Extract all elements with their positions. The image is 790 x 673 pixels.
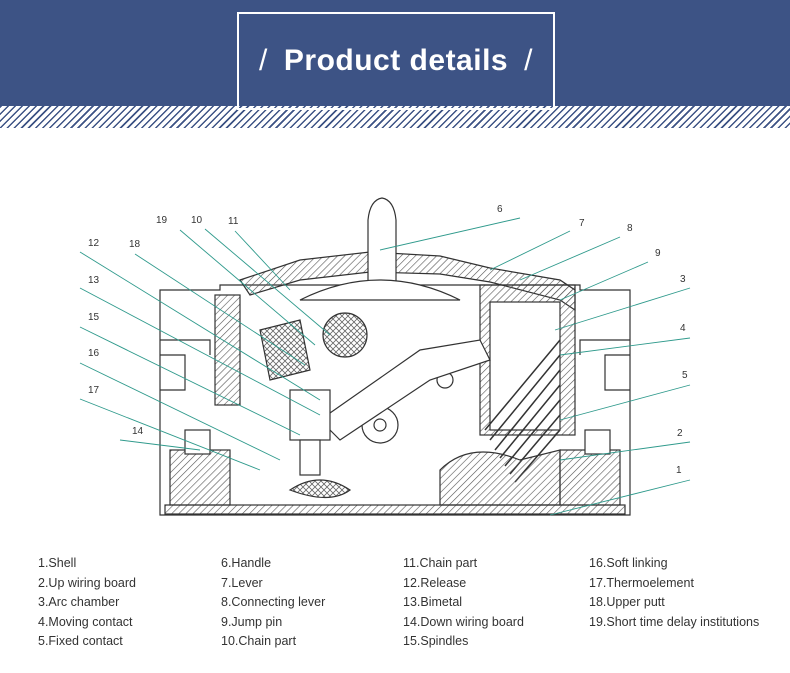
breaker-body — [159, 197, 631, 516]
header-stripes — [0, 106, 790, 128]
callout-4: 4 — [680, 323, 686, 334]
legend-item: 5.Fixed contact — [38, 634, 123, 649]
callout-8: 8 — [627, 223, 633, 234]
callout-17: 17 — [88, 385, 100, 396]
legend-item: 6.Handle — [221, 556, 272, 570]
legend-item: 17.Thermoelement — [589, 575, 694, 590]
title-slash-left: / — [259, 44, 268, 77]
callout-5: 5 — [682, 370, 688, 381]
legend-column-4: 16.Soft linking 17.Thermoelement 18.Uppe… — [589, 554, 759, 632]
legend-item: 12.Release — [403, 575, 467, 590]
callout-9: 9 — [655, 248, 661, 259]
callout-18: 18 — [129, 239, 141, 250]
callout-12: 12 — [88, 238, 100, 249]
leader-lines — [79, 217, 691, 516]
callout-6: 6 — [497, 204, 503, 215]
callout-16: 16 — [88, 348, 100, 359]
legend-item: 1.Shell — [38, 556, 77, 570]
legend-item: 8.Connecting lever — [221, 595, 326, 610]
title-frame: / Product details / — [237, 12, 555, 110]
callout-14: 14 — [132, 426, 144, 437]
title-slash-right: / — [524, 44, 533, 77]
callout-3: 3 — [680, 274, 686, 285]
parts-legend: 1.Shell 2.Up wiring board 3.Arc chamber … — [0, 554, 790, 664]
callout-15: 15 — [88, 312, 100, 323]
legend-item: 16.Soft linking — [589, 556, 668, 570]
legend-column-3: 11.Chain part 12.Release 13.Bimetal 14.D… — [403, 554, 524, 652]
callout-11: 11 — [228, 216, 239, 227]
page-title: Product details — [283, 44, 509, 77]
legend-item: 15.Spindles — [403, 634, 469, 649]
callout-10: 10 — [191, 215, 203, 226]
header-banner — [0, 0, 790, 106]
legend-item: 4.Moving contact — [38, 614, 133, 629]
callout-7: 7 — [579, 218, 585, 229]
legend-column-1: 1.Shell 2.Up wiring board 3.Arc chamber … — [38, 554, 136, 652]
callout-13: 13 — [88, 275, 100, 286]
callout-numbers: 1 2 3 4 5 6 7 8 9 10 11 12 13 14 15 16 1… — [88, 204, 688, 476]
breaker-diagram: 1 2 3 4 5 6 7 8 9 10 11 12 13 14 15 16 1… — [79, 197, 691, 516]
legend-item: 2.Up wiring board — [38, 575, 136, 590]
callout-1: 1 — [676, 465, 682, 476]
legend-item: 19.Short time delay institutions — [589, 614, 760, 629]
legend-item: 3.Arc chamber — [38, 595, 120, 610]
legend-item: 14.Down wiring board — [403, 614, 524, 629]
callout-19: 19 — [156, 215, 168, 226]
legend-item: 11.Chain part — [403, 556, 478, 570]
callout-2: 2 — [677, 428, 683, 439]
legend-item: 18.Upper putt — [589, 595, 665, 610]
legend-item: 10.Chain part — [221, 634, 297, 649]
legend-item: 9.Jump pin — [221, 614, 283, 629]
legend-item: 13.Bimetal — [403, 595, 463, 610]
legend-column-2: 6.Handle 7.Lever 8.Connecting lever 9.Ju… — [221, 554, 325, 652]
legend-item: 7.Lever — [221, 575, 263, 590]
